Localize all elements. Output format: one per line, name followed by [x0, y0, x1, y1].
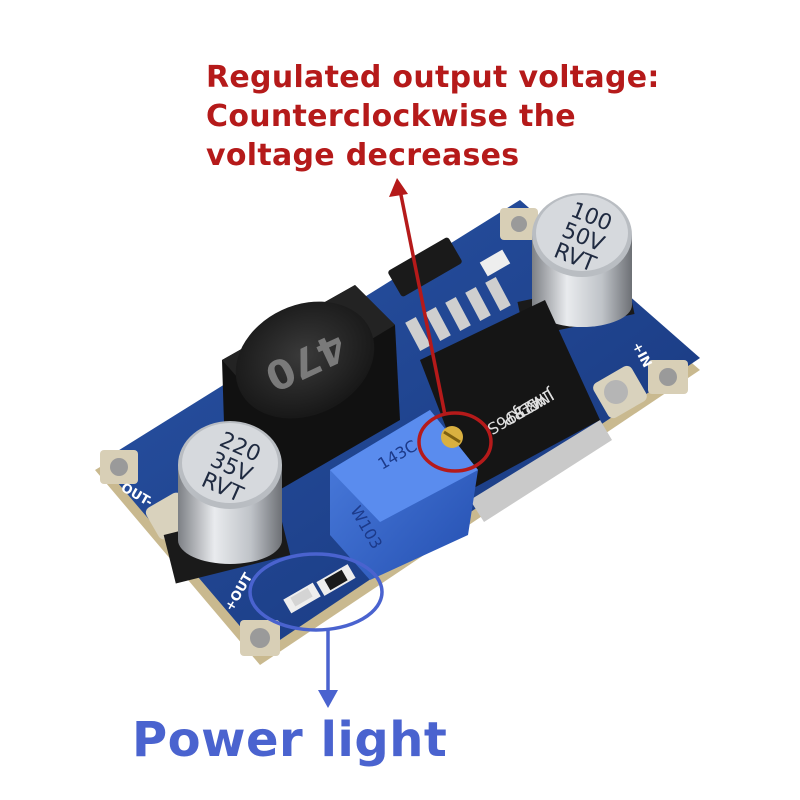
power-led — [283, 582, 321, 614]
mounting-pad-out-minus — [100, 450, 138, 484]
pot-callout-text: Regulated output voltage: Counterclockwi… — [206, 58, 766, 175]
mounting-pad-in-minus — [500, 208, 538, 240]
output-capacitor: 220 35V RVT — [163, 421, 291, 584]
pot-highlight-ellipse — [417, 411, 493, 473]
pot-callout-line-1: Regulated output voltage: — [206, 60, 660, 95]
led-highlight-ellipse — [248, 552, 384, 632]
mounting-pad-in-plus — [648, 360, 688, 394]
mounting-pad-out-plus — [240, 620, 280, 656]
pot-callout-line-2: Counterclockwise the — [206, 99, 576, 134]
led-callout-text: Power light — [132, 712, 448, 768]
pot-callout-line-3: voltage decreases — [206, 138, 520, 173]
trimmer-potentiometer: 143C W103 — [330, 410, 478, 580]
led-arrowhead — [318, 690, 338, 708]
pot-arrowhead — [389, 178, 408, 197]
regulator-ic: JM3-RP LM2596S -ADJ — [405, 277, 612, 522]
pot-pointer-line — [398, 189, 447, 416]
pot-callout-marker — [389, 178, 493, 473]
adjust-screw — [441, 426, 463, 448]
diode-component — [388, 237, 511, 297]
led-callout-marker — [248, 552, 384, 708]
led-resistor — [316, 564, 356, 596]
